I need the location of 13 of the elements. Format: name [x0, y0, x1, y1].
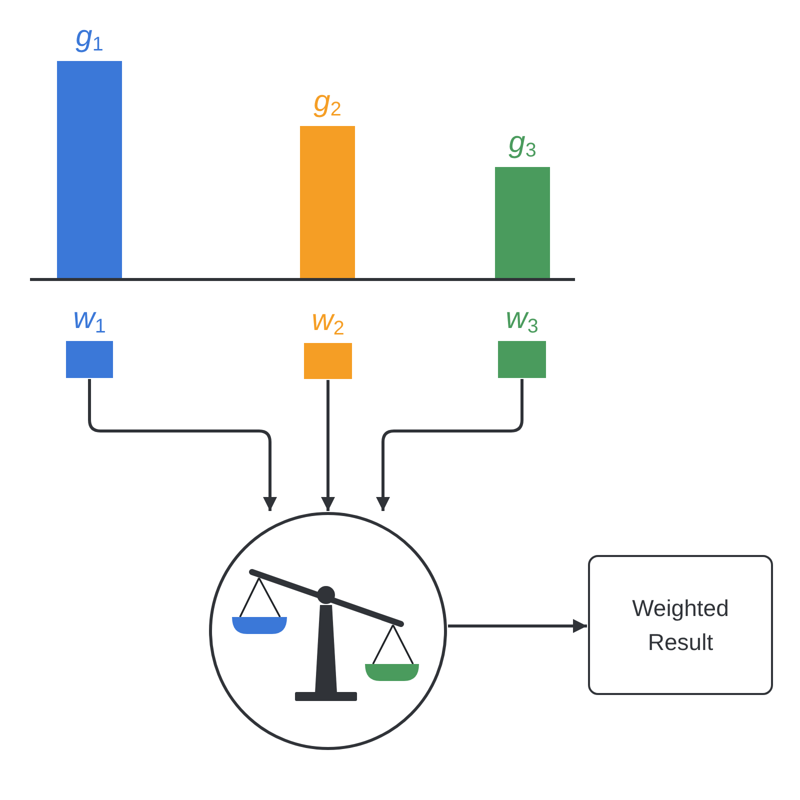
symbol-label: g$_{2}$ — [314, 87, 342, 117]
arrow — [88, 379, 277, 511]
arrow — [321, 380, 335, 511]
arrow — [376, 379, 524, 511]
symbol-label: g$_{3}$ — [508, 128, 536, 158]
symbol-label: g$_{1}$ — [76, 22, 104, 52]
symbol-label: w$_{1}$ — [73, 304, 106, 334]
process-circle — [209, 512, 447, 750]
symbol-label: w$_{3}$ — [506, 304, 538, 334]
process-box — [588, 555, 773, 695]
box-text: Weighted Result — [631, 594, 730, 657]
arrow — [448, 619, 587, 633]
symbol-label: w$_{2}$ — [312, 306, 344, 336]
